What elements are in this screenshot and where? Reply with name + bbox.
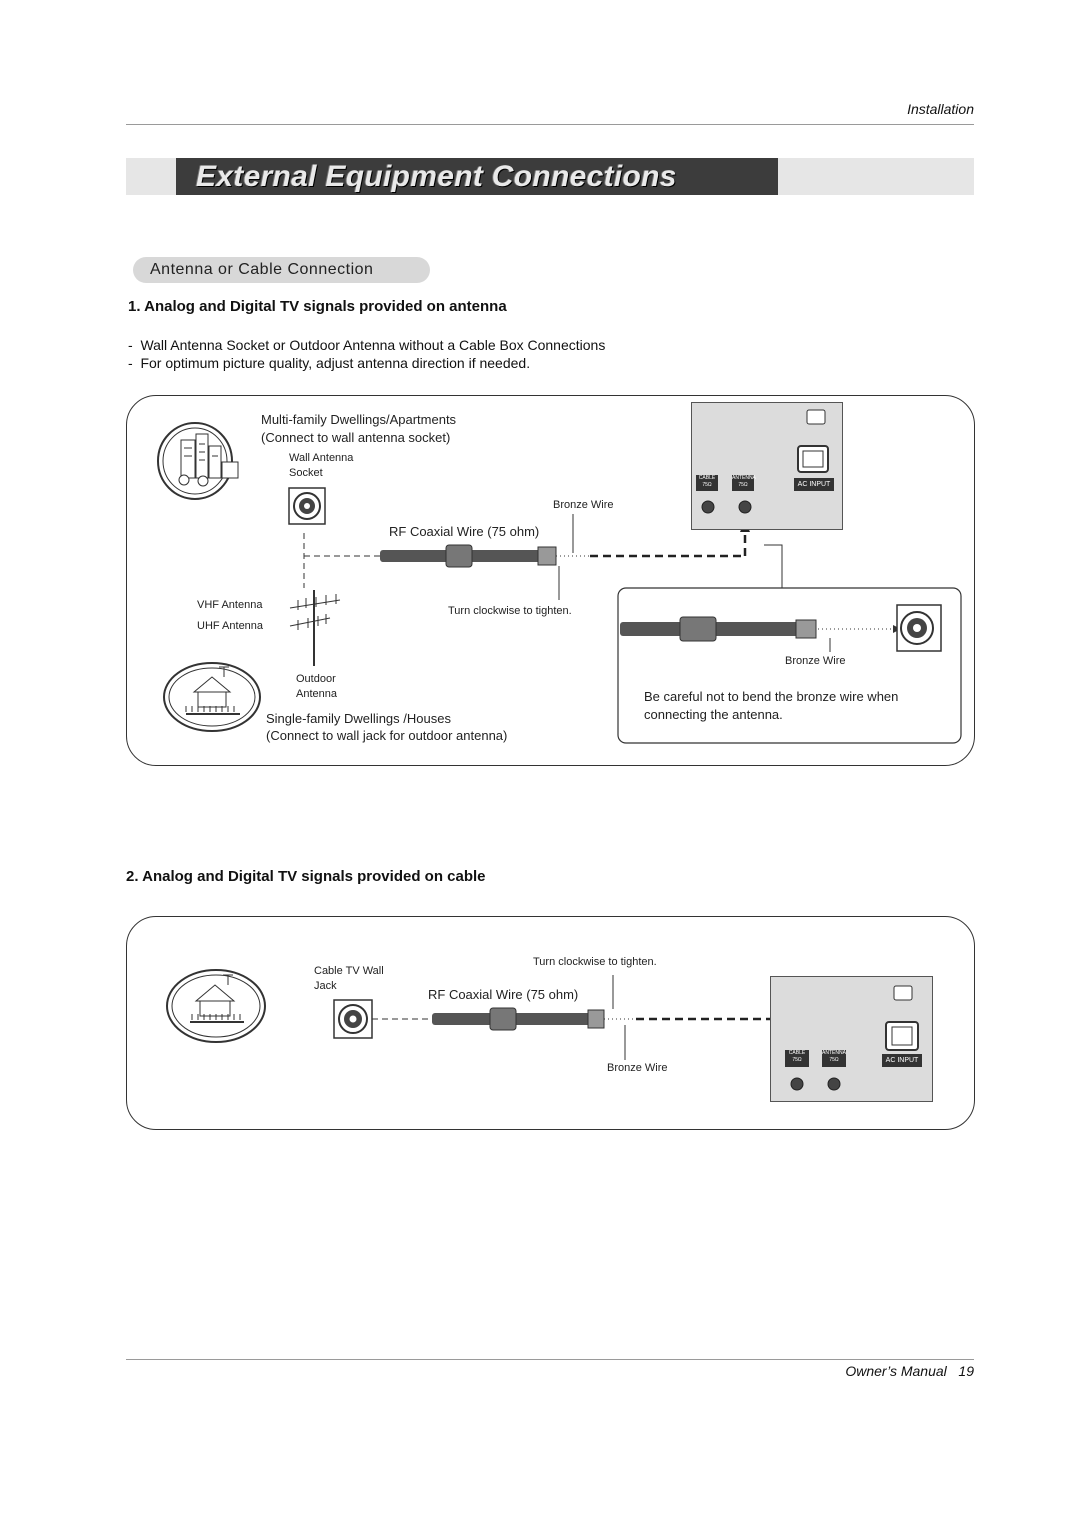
ac-input-label-2: AC INPUT (882, 1054, 922, 1067)
single-family-label: Single-family Dwellings /Houses (266, 711, 451, 726)
wall-socket-label-1: Wall Antenna (289, 452, 354, 464)
ac-input-label: AC INPUT (794, 478, 834, 491)
outdoor-label-2: Antenna (296, 688, 337, 700)
rf-wire-label: RF Coaxial Wire (75 ohm) (389, 524, 540, 539)
turn-label-2: Turn clockwise to tighten. (533, 956, 657, 968)
tv-back-panel-2-art (790, 985, 919, 1091)
jack-label-1: Cable TV Wall (314, 965, 384, 977)
uhf-label: UHF Antenna (197, 620, 264, 632)
turn-label: Turn clockwise to tighten. (448, 605, 572, 617)
outdoor-antenna-icon (289, 590, 341, 666)
outdoor-label-1: Outdoor (296, 673, 336, 685)
single-family-note: (Connect to wall jack for outdoor antenn… (266, 728, 508, 743)
vhf-label: VHF Antenna (197, 599, 263, 611)
bullet-1: - Wall Antenna Socket or Outdoor Antenna… (128, 337, 606, 353)
multi-family-note: (Connect to wall antenna socket) (261, 430, 451, 445)
house-icon (163, 662, 261, 732)
rf-coaxial-cable (380, 544, 557, 568)
multi-family-label: Multi-family Dwellings/Apartments (261, 412, 457, 427)
footer-rule (126, 1359, 974, 1360)
wall-socket-label-2: Socket (289, 467, 323, 479)
inset-socket-icon (896, 604, 942, 652)
rf-coaxial-cable-2 (432, 1007, 605, 1031)
caution-line-1: Be careful not to bend the bronze wire w… (644, 689, 899, 704)
title-box (176, 158, 778, 195)
inset-bronze-label: Bronze Wire (785, 655, 846, 667)
inset-cable (620, 616, 817, 642)
footer: Owner’s Manual 19 (845, 1363, 974, 1379)
apartment-icon (157, 422, 239, 500)
heading-antenna: 1. Analog and Digital TV signals provide… (128, 298, 507, 315)
cable-wall-jack-icon (333, 999, 373, 1039)
house-icon-2 (166, 969, 266, 1043)
section-pill (133, 257, 430, 283)
caution-line-2: connecting the antenna. (644, 707, 783, 722)
heading-cable: 2. Analog and Digital TV signals provide… (126, 868, 486, 885)
section-pill-label: Antenna or Cable Connection (150, 261, 374, 278)
rf-wire-label-2: RF Coaxial Wire (75 ohm) (428, 987, 579, 1002)
tv-back-panel-art (701, 409, 829, 514)
wall-antenna-socket-icon (288, 487, 326, 525)
section-label: Installation (907, 101, 974, 117)
bronze-wire-label: Bronze Wire (553, 499, 614, 511)
header-rule (126, 124, 974, 125)
jack-label-2: Jack (314, 980, 337, 992)
bullet-2: - For optimum picture quality, adjust an… (128, 355, 531, 371)
bronze-wire-label-2: Bronze Wire (607, 1062, 668, 1074)
page-title: External Equipment Connections (196, 160, 677, 193)
